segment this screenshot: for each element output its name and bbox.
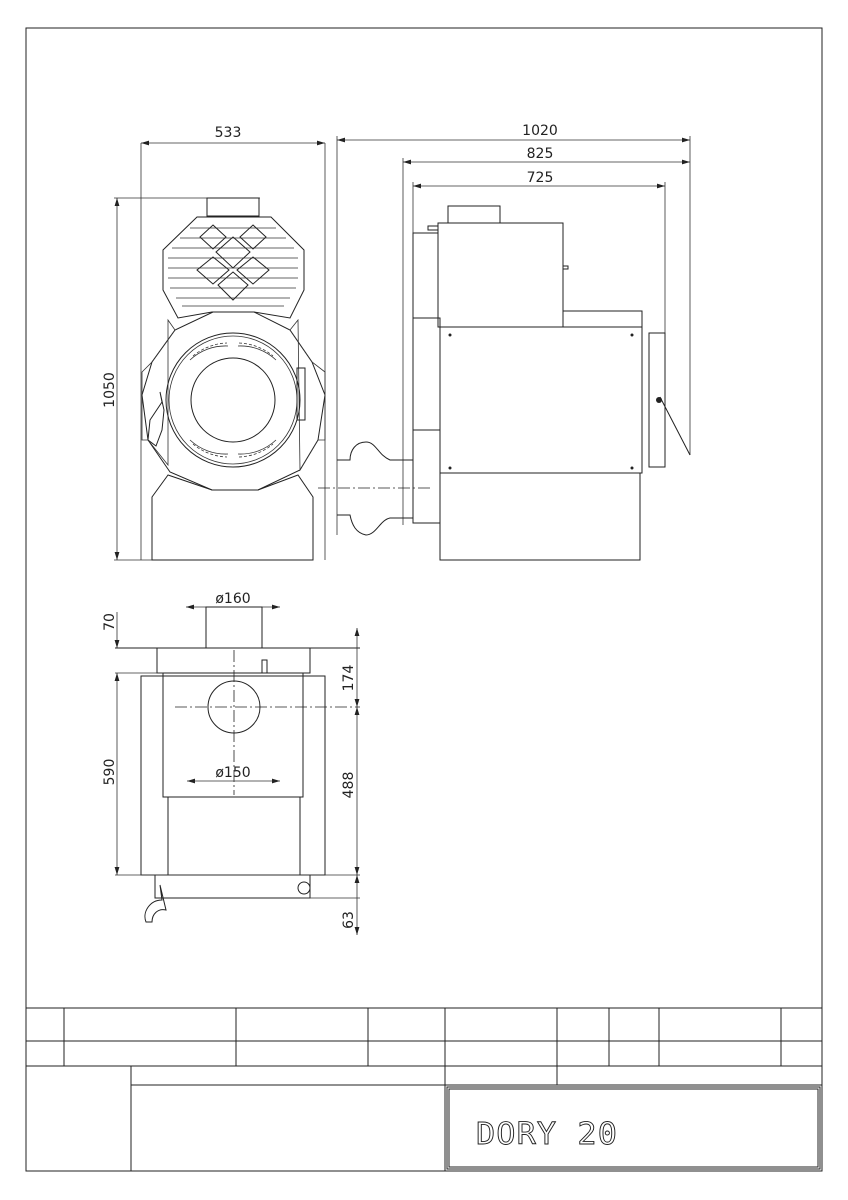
door-ring (165, 332, 301, 468)
door-hinge (296, 367, 306, 421)
stove-base (151, 474, 314, 561)
side-flue-collar (447, 205, 501, 224)
wheel (297, 881, 311, 895)
width-dimension-label: 533 (215, 125, 242, 141)
connection-pipe (337, 441, 413, 536)
front-view: 533 1050 (102, 125, 326, 561)
side-view: 1020 825 725 (318, 123, 691, 561)
top-offset-label: 70 (102, 613, 118, 631)
depth-825-label: 825 (527, 146, 554, 162)
door-glass (190, 357, 276, 443)
drawing-frame (25, 27, 823, 1172)
body-height-label: 590 (102, 759, 118, 786)
rear-view: ø160 ø150 70 590 174 488 63 (102, 591, 360, 935)
rear-handle-icon (144, 884, 167, 923)
depth-1020-label: 1020 (522, 123, 558, 139)
rear-flue-collar (205, 606, 263, 649)
upper-housing (437, 222, 564, 328)
inlet-from-top-label: 174 (341, 665, 357, 692)
air-vent-slots (189, 342, 277, 458)
depth-725-label: 725 (527, 170, 554, 186)
lower-housing (439, 472, 641, 561)
rear-plate (648, 332, 666, 468)
inlet-diameter-label: ø150 (215, 765, 250, 781)
flue-collar (206, 197, 260, 217)
stove-body (141, 311, 326, 491)
inlet-height-label: 488 (341, 772, 357, 799)
grill-diamonds (196, 224, 270, 301)
title-block (26, 1007, 822, 1171)
rear-lever (659, 396, 691, 456)
height-dimension-label: 1050 (102, 372, 118, 408)
grill-slats (168, 227, 298, 307)
door-handle-icon (147, 391, 165, 447)
combustion-chamber-side (439, 326, 643, 474)
drawing-title: DORY 20 (476, 1117, 618, 1152)
flue-diameter-label: ø160 (215, 591, 250, 607)
foot-height-label: 63 (341, 911, 357, 929)
